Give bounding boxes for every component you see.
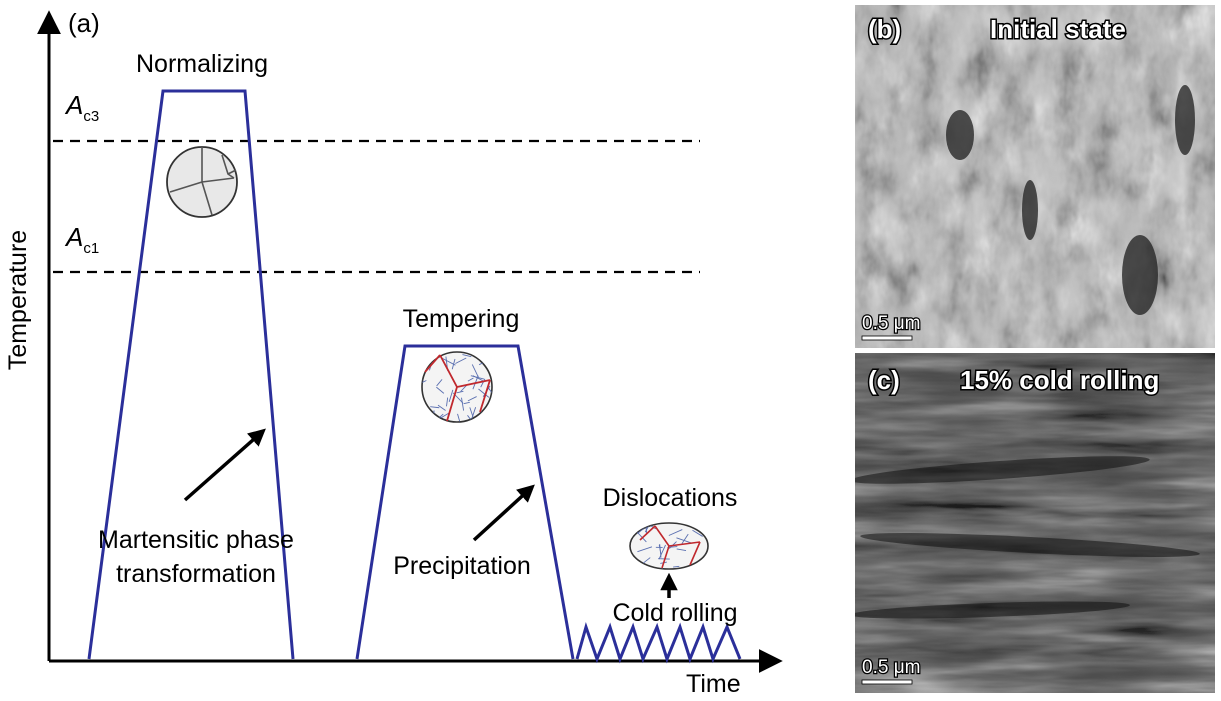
tempering-label: Tempering	[403, 305, 520, 333]
lath-line	[437, 404, 446, 411]
lath-line	[470, 375, 485, 380]
lath-line	[441, 357, 456, 366]
lath-line	[448, 389, 454, 402]
lath-line	[673, 565, 680, 568]
lath-line	[695, 582, 705, 591]
lath-line	[692, 529, 703, 537]
lath-line	[467, 377, 474, 382]
lath-line	[637, 546, 653, 553]
lath-line	[679, 512, 682, 522]
lath-line	[422, 358, 425, 362]
lath-line	[676, 548, 687, 551]
lath-line	[467, 396, 477, 402]
micrograph-cold-rolled: (c) 15% cold rolling 0.5 μm	[855, 353, 1215, 693]
lath-line	[638, 568, 646, 569]
lath-line	[456, 390, 464, 394]
lath-line	[463, 401, 470, 405]
lath-line	[446, 397, 449, 407]
lath-line	[653, 581, 659, 596]
micrograph-b-title: Initial state	[990, 14, 1126, 44]
precipitation-label: Precipitation	[393, 552, 531, 580]
lath-line	[469, 407, 474, 418]
lath-line	[696, 523, 698, 527]
austenite-grain-icon	[166, 146, 238, 218]
lath-line	[422, 380, 427, 384]
heat-treatment-schematic: (a) Temperature Time Ac3 Ac1 Normalizing…	[4, 8, 783, 698]
martensitic-label-line2: transformation	[116, 560, 276, 588]
y-axis-label: Temperature	[4, 230, 32, 370]
precipitation-arrow	[472, 484, 535, 542]
ac1-label: Ac1	[64, 222, 99, 257]
lath-line	[455, 357, 467, 364]
lath-line	[457, 413, 461, 422]
tempering-profile	[355, 344, 575, 660]
lath-line	[706, 565, 708, 569]
cold-rolling-profile	[575, 621, 742, 664]
lath-line	[461, 397, 465, 411]
scale-bar-c	[861, 679, 913, 685]
lath-line	[658, 544, 662, 555]
dislocation-grain-icon	[629, 512, 709, 596]
micrograph-c-title: 15% cold rolling	[960, 365, 1159, 395]
micrograph-initial-state: (b) Initial state 0.5 μm	[855, 5, 1215, 348]
lath-line	[635, 530, 647, 543]
lath-line	[681, 533, 689, 544]
lath-line	[704, 565, 708, 569]
panel-label-c: (c)	[868, 365, 900, 395]
panel-label-b: (b)	[868, 14, 901, 44]
lath-line	[462, 354, 472, 358]
lath-line	[436, 379, 443, 387]
martensitic-arrow	[183, 428, 266, 502]
lath-line	[668, 529, 683, 536]
cold-rolling-label: Cold rolling	[612, 599, 737, 627]
lath-line	[685, 575, 695, 586]
ac3-label: Ac3	[64, 90, 99, 125]
lath-line	[643, 557, 651, 564]
lath-line	[660, 567, 663, 569]
dislocations-label: Dislocations	[603, 484, 738, 512]
martensitic-label-line1: Martensitic phase	[98, 526, 294, 554]
scale-bar-b	[861, 335, 913, 341]
lath-line	[471, 407, 477, 420]
lath-line	[480, 378, 486, 388]
x-axis-label: Time	[686, 670, 741, 698]
lath-line	[430, 406, 440, 409]
lath-line	[471, 364, 479, 378]
lath-line	[651, 519, 662, 522]
lath-line	[436, 386, 445, 394]
lath-line	[671, 575, 686, 580]
panel-label-a: (a)	[68, 8, 100, 38]
tempered-grain-icon	[421, 351, 493, 423]
lath-line	[641, 577, 650, 588]
normalizing-profile	[87, 89, 295, 660]
scale-bar-label-c: 0.5 μm	[862, 657, 920, 678]
lath-line	[634, 584, 638, 592]
scale-bar-label-b: 0.5 μm	[862, 313, 920, 334]
lath-line	[460, 384, 468, 392]
lath-line	[478, 388, 490, 398]
lath-line	[630, 565, 643, 569]
lath-line	[658, 544, 666, 560]
normalizing-label: Normalizing	[136, 50, 268, 78]
